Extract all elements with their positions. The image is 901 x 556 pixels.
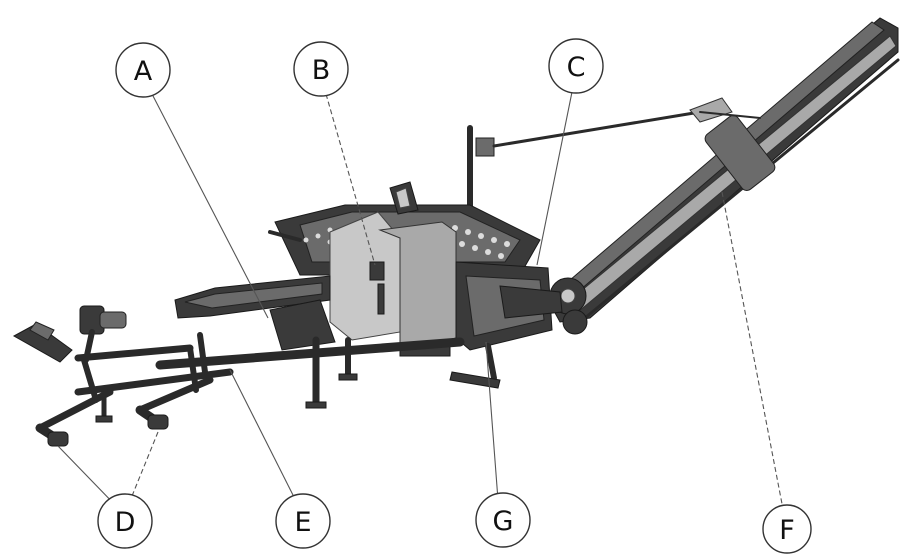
callout-b: B bbox=[293, 41, 349, 97]
conveyor bbox=[547, 17, 900, 335]
leader-line-d-right bbox=[131, 431, 159, 497]
callout-label-g: G bbox=[493, 506, 514, 537]
leader-line-c bbox=[536, 91, 573, 266]
leader-line-g bbox=[485, 341, 499, 501]
chassis bbox=[74, 332, 465, 403]
callout-e: E bbox=[275, 493, 331, 549]
callout-a: A bbox=[115, 42, 171, 98]
callout-label-e: E bbox=[294, 507, 311, 538]
splitter-housing bbox=[329, 181, 457, 357]
callout-label-d: D bbox=[115, 507, 136, 538]
drive-block bbox=[455, 261, 563, 351]
callout-label-c: C bbox=[567, 52, 586, 83]
callout-label-b: B bbox=[312, 55, 331, 86]
leader-lines bbox=[57, 91, 784, 511]
log-clamps bbox=[12, 230, 302, 363]
leader-line-a bbox=[151, 93, 269, 319]
outrigger-stands bbox=[35, 376, 214, 447]
callout-c: C bbox=[548, 38, 604, 94]
support-legs bbox=[305, 336, 501, 409]
leader-line-f bbox=[721, 191, 784, 510]
callout-d: D bbox=[97, 493, 153, 549]
callout-label-f: F bbox=[779, 515, 795, 546]
conveyor-support bbox=[467, 97, 761, 223]
leader-line-b bbox=[325, 93, 376, 266]
callout-g: G bbox=[475, 492, 531, 548]
callout-f: F bbox=[762, 504, 812, 554]
leader-line-e bbox=[229, 369, 299, 506]
callout-label-a: A bbox=[134, 56, 153, 87]
infeed-trough bbox=[174, 275, 336, 351]
firewood-processor-illustration bbox=[12, 17, 900, 447]
